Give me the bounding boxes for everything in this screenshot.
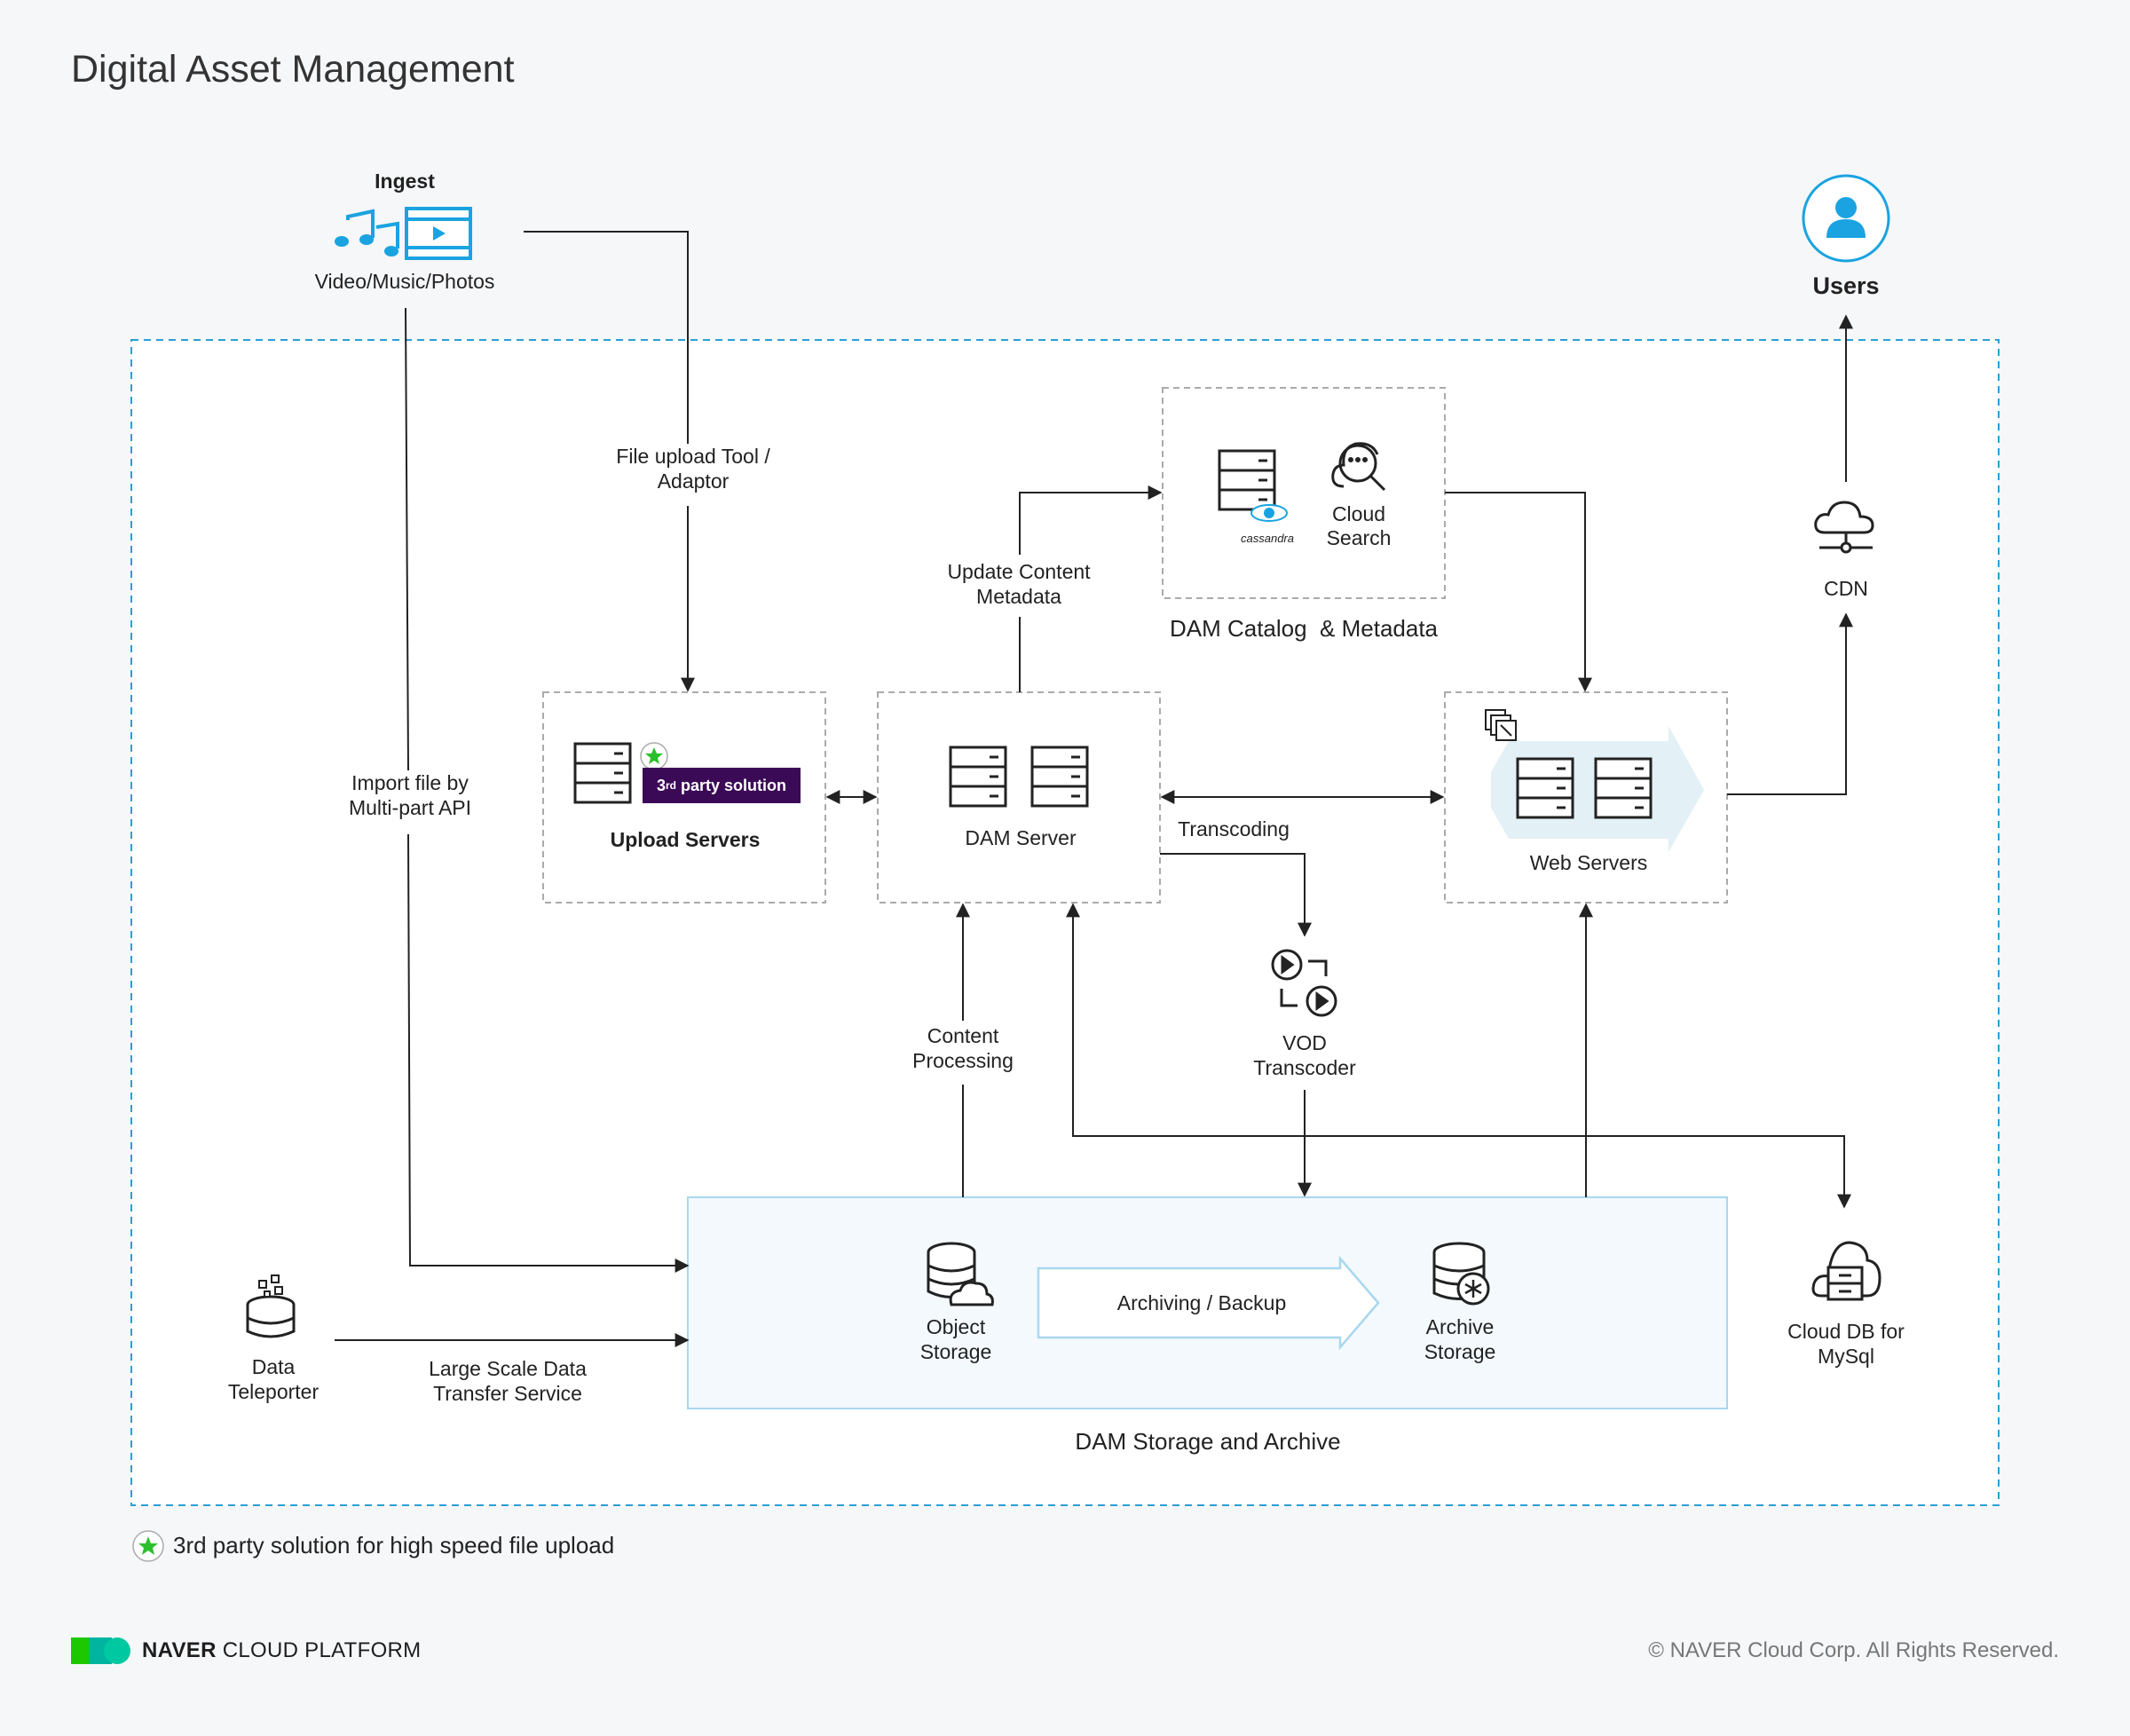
- data-teleporter-icon: [246, 1274, 296, 1338]
- cassandra-eye-icon: [1250, 504, 1288, 522]
- edge-catalog-web: [1445, 492, 1592, 692]
- archive-storage-label-1: Archive: [1425, 1315, 1495, 1338]
- cloud-db-label-2: MySql: [1818, 1345, 1874, 1368]
- storage-caption: DAM Storage and Archive: [1075, 1428, 1341, 1455]
- large-scale-label-2: Transfer Service: [433, 1382, 582, 1405]
- dam-server-box: [877, 691, 1161, 904]
- edge-import-file: [405, 307, 409, 771]
- autoscale-icon: [1485, 709, 1517, 741]
- legend-star-icon: [132, 1530, 164, 1562]
- star-icon: [640, 742, 668, 770]
- archive-storage-label-2: Storage: [1424, 1340, 1496, 1363]
- vod-label-1: VOD: [1282, 1031, 1327, 1054]
- vod-transcoder-icon: [1271, 949, 1337, 1017]
- copyright: © NAVER Cloud Corp. All Rights Reserved.: [1648, 1638, 2059, 1662]
- large-scale-label-1: Large Scale Data: [429, 1357, 587, 1380]
- edge-web-cdn: [1727, 612, 1853, 795]
- dam-server-label: DAM Server: [965, 826, 1077, 849]
- update-content-label-2: Metadata: [976, 585, 1061, 608]
- object-storage-label-1: Object: [926, 1315, 986, 1338]
- video-icon: [405, 207, 472, 260]
- dam-catalog-box: [1162, 387, 1446, 599]
- cloud-search-label-2: Search: [1326, 526, 1392, 549]
- music-icon: [335, 209, 399, 256]
- cloud-db-label-1: Cloud DB for: [1787, 1320, 1905, 1343]
- transcoding-label: Transcoding: [1178, 817, 1290, 840]
- cdn-label: CDN: [1824, 577, 1868, 600]
- ingest-label: Video/Music/Photos: [314, 270, 495, 293]
- page-title: Digital Asset Management: [71, 48, 515, 91]
- import-file-label-1: Import file by: [348, 770, 472, 796]
- web-servers-label: Web Servers: [1529, 851, 1648, 874]
- upload-server-icon: [573, 742, 632, 804]
- dam-catalog-caption: DAM Catalog & Metadata: [1169, 615, 1439, 642]
- edge-import-file-2: [407, 833, 690, 1273]
- ingest-heading: Ingest: [375, 170, 435, 193]
- file-upload-label-1: File upload Tool /: [616, 445, 770, 468]
- user-icon: [1802, 174, 1890, 263]
- data-teleporter-label-2: Teleporter: [227, 1380, 320, 1403]
- cassandra-logo-text: cassandra: [1241, 532, 1294, 545]
- object-storage-icon: [927, 1242, 994, 1306]
- update-content-label-1: Update Content: [947, 560, 1091, 583]
- cdn-icon: [1814, 501, 1874, 554]
- edge-ingest-upload: [524, 231, 689, 444]
- edge-update-metadata-3: [1019, 485, 1163, 557]
- cloud-search-icon: [1331, 442, 1386, 492]
- naver-logo-icon: [71, 1637, 130, 1664]
- edge-clouddb-dam: [1066, 903, 1851, 1209]
- import-file-label-2: Multi-part API: [344, 795, 476, 821]
- archive-storage-icon: [1432, 1242, 1490, 1306]
- archiving-arrow: [1037, 1255, 1380, 1351]
- content-processing-label-2: Processing: [912, 1049, 1014, 1072]
- footer-brand: NAVER CLOUD PLATFORM: [142, 1638, 422, 1662]
- upload-servers-label: Upload Servers: [610, 828, 761, 851]
- archiving-backup-label: Archiving / Backup: [1116, 1291, 1287, 1314]
- cloud-db-icon: [1811, 1241, 1882, 1301]
- object-storage-label-2: Storage: [919, 1340, 992, 1363]
- content-processing-label-1: Content: [927, 1024, 999, 1047]
- legend-text: 3rd party solution for high speed file u…: [173, 1532, 615, 1558]
- vod-label-2: Transcoder: [1253, 1056, 1356, 1079]
- users-label: Users: [1812, 272, 1880, 299]
- cloud-search-label-1: Cloud: [1331, 502, 1386, 525]
- cassandra-server-icon: [1218, 449, 1276, 511]
- data-teleporter-label-1: Data: [251, 1355, 296, 1378]
- file-upload-label-2: Adaptor: [657, 470, 730, 493]
